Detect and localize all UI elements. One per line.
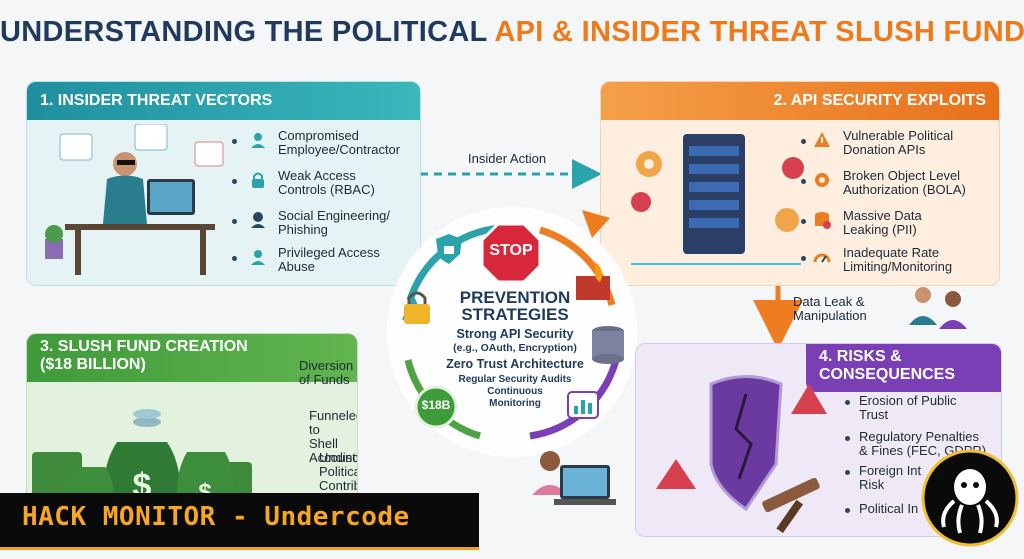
octopus-logo — [921, 449, 1019, 547]
flow-label-3: Undisclosed Political Contributions — [319, 450, 357, 493]
gauge-icon — [813, 253, 831, 263]
bullet — [232, 256, 237, 261]
audit-chart-icon — [567, 391, 599, 419]
insider-threat-panel: 1. INSIDER THREAT VECTORS Compromised Em… — [26, 81, 421, 286]
bullet — [801, 219, 806, 224]
bullet — [232, 139, 237, 144]
vector-item-4: Privileged Access Abuse — [278, 245, 380, 274]
lock-icon — [252, 172, 264, 188]
database-leak-icon — [815, 212, 831, 229]
risk-item-1: Erosion of Public Trust — [859, 393, 957, 422]
laptop-user-illustration — [532, 451, 616, 505]
panel-4-list: Erosion of Public Trust Regulatory Penal… — [841, 394, 1001, 534]
exploit-item-4: Inadequate Rate Limiting/Monitoring — [843, 245, 953, 274]
bullet — [845, 508, 850, 513]
employee-icon — [251, 133, 265, 148]
prevention-line-6: Monitoring — [489, 398, 541, 409]
bullet — [801, 179, 806, 184]
exploit-item-1: Vulnerable Political Donation APIs — [843, 128, 954, 157]
database-icon — [592, 326, 624, 364]
prevention-line-1: Strong API Security — [456, 327, 574, 341]
prevention-line-4: Regular Security Audits — [458, 374, 572, 385]
vector-item-1: Compromised Employee/Contractor — [278, 128, 401, 157]
bullet — [845, 470, 850, 475]
fund-badge-icon — [414, 385, 458, 429]
title-part-1: UNDERSTANDING THE POLITICAL — [0, 16, 495, 48]
vector-item-3: Social Engineering/ Phishing — [278, 208, 391, 237]
stop-sign-label: STOP — [489, 242, 533, 259]
exploit-item-3: Massive Data Leaking (PII) — [843, 208, 922, 237]
flow-label-1: Diversion of Funds — [299, 358, 354, 387]
bullet — [845, 400, 850, 405]
page-title: UNDERSTANDING THE POLITICAL API & INSIDE… — [0, 16, 1024, 49]
data-leak-label: Data Leak & Manipulation — [793, 294, 867, 323]
shield-lock-icon — [436, 234, 462, 264]
prevention-line-5: Continuous — [487, 386, 543, 397]
panel-1-header: 1. INSIDER THREAT VECTORS — [27, 82, 420, 120]
firewall-icon — [576, 262, 610, 300]
insider-desk-illustration — [45, 124, 224, 275]
bullet — [232, 179, 237, 184]
risk-item-3: Foreign Int Risk — [859, 463, 922, 492]
warning-icon — [814, 132, 830, 147]
people-icon — [909, 287, 967, 329]
phishing-hacker-icon — [251, 212, 265, 228]
prevention-line-2: (e.g., OAuth, Encryption) — [453, 342, 577, 354]
title-part-2: API & INSIDER THREAT SLUSH FUND — [494, 16, 1024, 48]
prevention-title: PREVENTION STRATEGIES — [459, 288, 571, 324]
exploit-item-2: Broken Object Level Authorization (BOLA) — [843, 168, 966, 197]
hack-monitor-banner: HACK MONITOR - Undercode — [0, 493, 479, 550]
broken-shield-illustration — [656, 375, 827, 534]
panel-2-list: Vulnerable Political Donation APIs Broke… — [801, 127, 996, 277]
panel-1-list: Compromised Employee/Contractor Weak Acc… — [232, 127, 417, 277]
insider-action-label: Insider Action — [468, 151, 547, 166]
bullet — [801, 256, 806, 261]
server-tower-illustration — [631, 134, 804, 265]
padlock-icon — [404, 291, 430, 324]
bullet — [801, 139, 806, 144]
stop-sign-icon — [480, 222, 542, 284]
privileged-user-icon — [251, 250, 265, 265]
bullet — [232, 219, 237, 224]
panel-4-header: 4. RISKS & CONSEQUENCES — [806, 344, 1001, 392]
api-exploits-panel: 2. API SECURITY EXPLOITS Vulnerable Poli… — [600, 81, 1000, 286]
flow-label-2: Funneled to Shell Accounts — [309, 408, 358, 465]
prevention-line-3: Zero Trust Architecture — [446, 357, 584, 371]
risk-item-4: Political In — [859, 501, 919, 516]
panel-2-header: 2. API SECURITY EXPLOITS — [601, 82, 999, 120]
panel-3-header: 3. SLUSH FUND CREATION ($18 BILLION) — [27, 334, 357, 382]
bullet — [845, 436, 850, 441]
vector-item-2: Weak Access Controls (RBAC) — [278, 168, 375, 197]
banner-text: HACK MONITOR - Undercode — [22, 502, 410, 532]
gear-icon — [815, 173, 829, 187]
fund-badge-label: $18B — [421, 398, 451, 412]
